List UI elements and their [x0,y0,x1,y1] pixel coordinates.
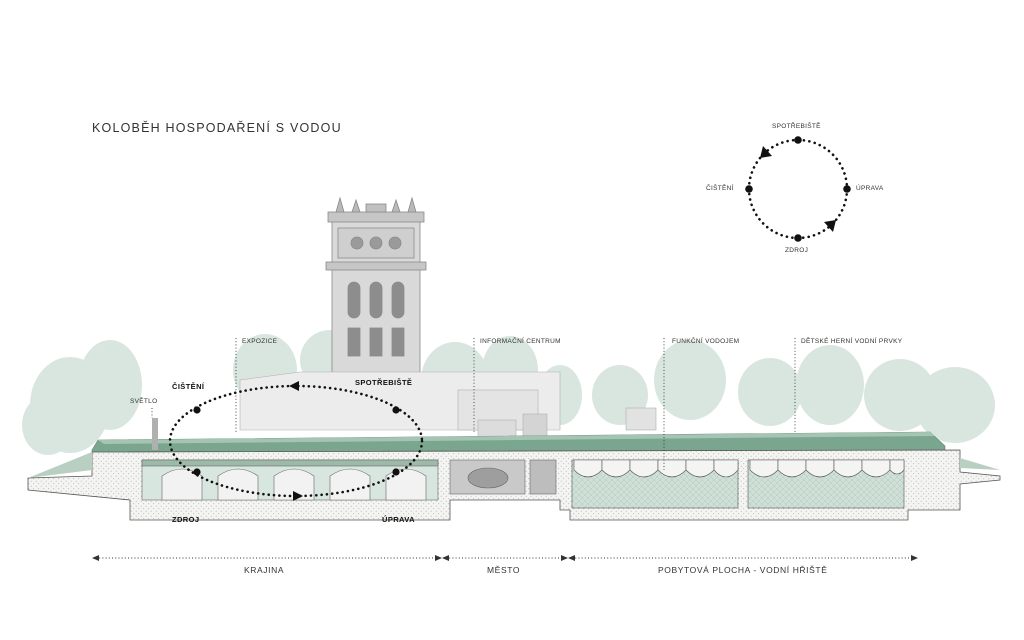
section-label-uprava: ÚPRAVA [382,515,415,524]
legend-label-top: SPOTŘEBIŠTĚ [772,123,821,130]
legend-node-left [745,185,753,193]
legend-arrow-top-icon [760,146,772,158]
section-label-cisteni: ČIŠTĚNÍ [172,382,205,391]
node-uprava [392,468,400,476]
label-detske-prvky: DĚTSKÉ HERNÍ VODNÍ PRVKY [801,338,903,345]
label-svetlo: SVĚTLO [130,398,158,405]
zone-label-mesto: MĚSTO [487,565,521,575]
water-tower-icon [325,196,427,376]
legend-label-bottom: ZDROJ [785,247,809,254]
green-roof [91,418,946,457]
legend-node-top [794,136,802,144]
label-funkcni-vodojem: FUNKČNÍ VODOJEM [672,338,740,345]
zone-label-krajina: KRAJINA [244,565,285,575]
zone-dimension-lines [92,555,918,561]
legend-arrow-bottom-icon [824,220,836,232]
page-title: KOLOBĚH HOSPODAŘENÍ S VODOU [92,121,342,135]
information-centre [449,459,557,495]
section-label-zdroj: ZDROJ [172,515,200,524]
exhibition-hall [141,459,439,501]
label-informacni-centrum: INFORMAČNÍ CENTRUM [480,338,561,345]
skylight-icon [152,418,158,450]
arrow-left-icon [289,381,299,391]
legend-node-bottom [794,234,802,242]
legend-label-right: ÚPRAVA [856,185,884,192]
zone-label-pobytova-plocha: POBYTOVÁ PLOCHA - VODNÍ HŘIŠTĚ [658,565,828,575]
arrow-right-icon [293,491,303,501]
legend-node-right [843,185,851,193]
node-spotrebiste [392,406,400,414]
cycle-legend [745,136,851,242]
water-reservoir-2 [747,459,905,509]
node-zdroj [193,468,201,476]
label-expozice: EXPOZICE [242,338,278,345]
node-cisteni [193,406,201,414]
section-label-spotrebiste: SPOTŘEBIŠTĚ [355,378,413,387]
water-reservoir-1 [571,459,739,509]
background-buildings [239,371,657,447]
ground-slope-left [28,452,1000,478]
section-water-cycle [168,381,424,501]
legend-label-left: ČIŠTĚNÍ [706,185,734,192]
